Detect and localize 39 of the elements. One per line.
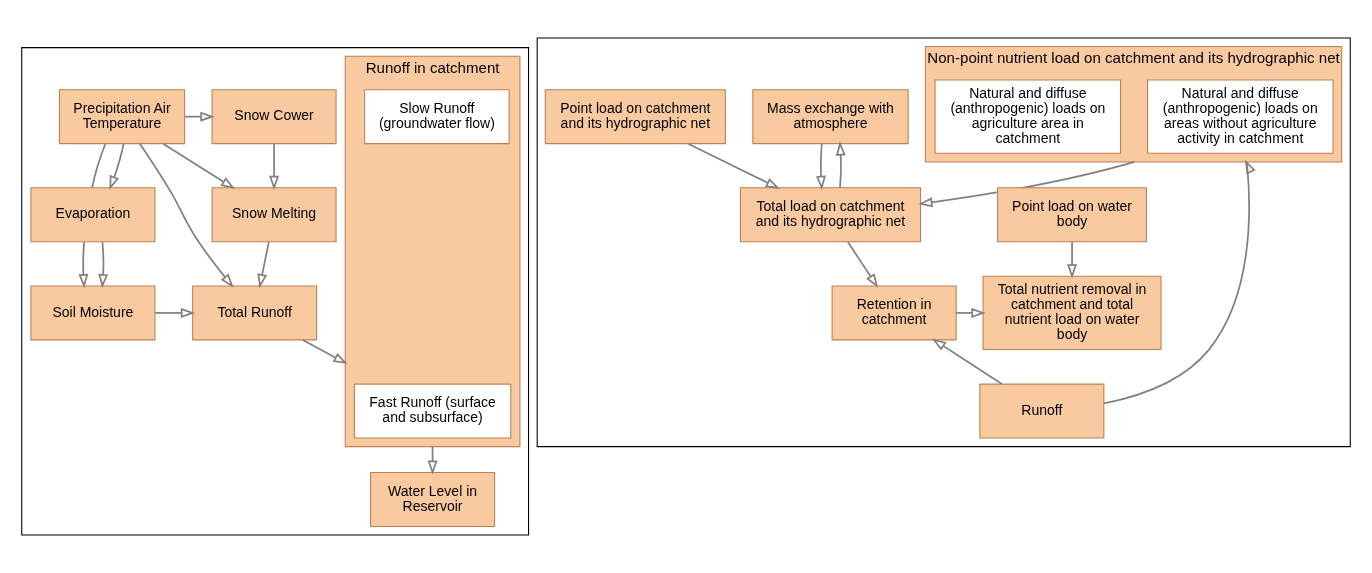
arrow [98,241,109,289]
node-box: Water Level in Reservoir [370,471,496,527]
node-box: Mass exchange with atmosphere [752,89,909,145]
arrow [931,338,1003,385]
arrow [109,143,125,190]
arrow [154,307,196,318]
node-box: Runoff [979,383,1105,439]
arrow [139,142,234,288]
cluster [21,47,530,536]
arrow [301,339,348,365]
arrow [955,307,986,318]
arrow [162,142,236,190]
node-box: Natural and diffuse (anthropogenic) loads on areas without agriculture activity in catchment [1147,79,1334,154]
cluster [536,37,1351,448]
arrow [269,143,280,191]
node-box: Total load on catchment and its hydrographic net [739,187,922,243]
arrow [816,143,826,191]
node-box: Total nutrient removal in catchment and total nutrient load on water body [982,275,1162,351]
node-box: Point load on water body [997,187,1147,243]
arrow [183,111,215,122]
node-box: Retention in catchment [831,285,957,341]
node-box: Evaporation [30,187,156,243]
connector [91,143,107,189]
arrow [847,241,879,288]
arrow [257,241,270,289]
node-box: Snow Cower [211,89,337,145]
arrow [78,241,89,289]
arrow [1103,159,1256,405]
node-box: Natural and diffuse (anthropogenic) loads on agriculture area in catchment [934,79,1122,154]
node-box: Soil Moisture [30,285,156,341]
arrow [1067,241,1078,279]
node-box: Precipitation Air Temperature [58,89,186,145]
node-box: Fast Runoff (surface and subsurface) [353,383,512,439]
node-box: Slow Runoff (groundwater flow) [364,89,510,145]
node-box: Point load on catchment and its hydrographic net [544,89,726,145]
arrow [835,141,846,189]
arrow [687,142,780,189]
node-box: Snow Melting [211,187,337,243]
node-box: Total Runoff [192,285,318,341]
